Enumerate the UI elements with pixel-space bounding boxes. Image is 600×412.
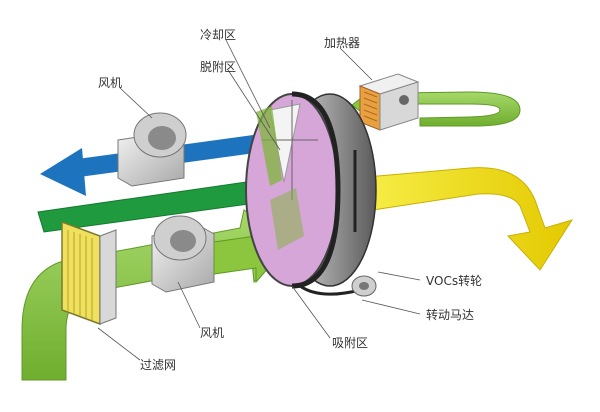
label-cooling-zone: 冷却区 [200, 28, 237, 42]
label-drive-motor: 转动马达 [426, 308, 475, 322]
label-filter: 过滤网 [140, 358, 177, 372]
fan-top [117, 112, 187, 187]
leader-lines [97, 39, 421, 361]
voc-wheel [245, 91, 377, 289]
filter [61, 220, 117, 326]
drive-motor [299, 275, 377, 297]
label-vocs-wheel: VOCs转轮 [426, 274, 483, 288]
label-adsorption-zone: 吸附区 [332, 336, 369, 350]
label-heater: 加热器 [324, 36, 361, 50]
label-desorption-zone: 脱附区 [200, 60, 237, 74]
heater [358, 73, 420, 131]
clean-air-outlet-arrow [354, 167, 574, 271]
label-fan-bottom: 风机 [200, 326, 225, 340]
label-fan-top: 风机 [98, 76, 123, 90]
fan-bottom [151, 215, 215, 293]
